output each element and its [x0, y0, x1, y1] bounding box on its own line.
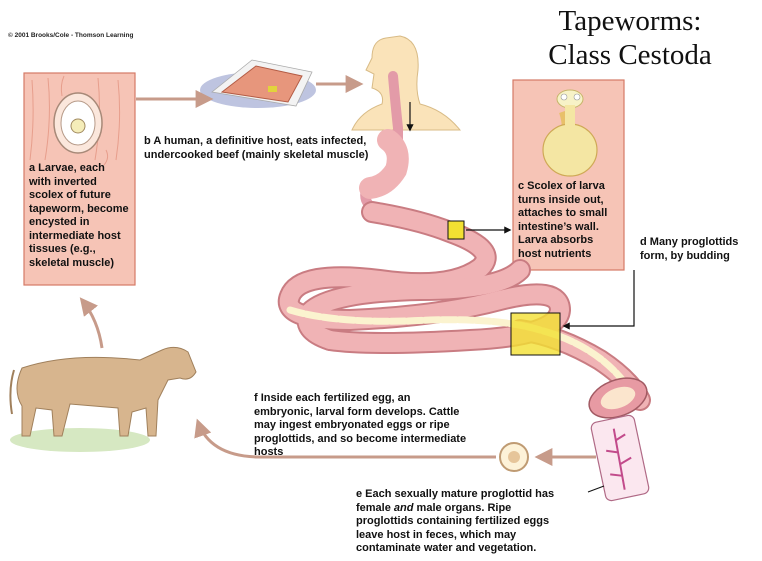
fertilized-egg [500, 443, 528, 471]
step-e-label: e Each sexually mature proglottid has fe… [356, 488, 554, 556]
page-title: Tapeworms: Class Cestoda [510, 4, 750, 72]
step-f-label: f Inside each fertilized egg, an embryon… [254, 392, 466, 460]
step-b-label: b A human, a definitive host, eats infec… [144, 135, 368, 162]
arrow-cattle-to-cyst [82, 300, 102, 348]
leader-to-proglottids [564, 270, 634, 326]
human-digestive-tract [352, 36, 460, 212]
step-e-emphasis: and [394, 502, 414, 514]
step-c-label: c Scolex of larva turns inside out, atta… [518, 180, 607, 261]
mature-proglottid [590, 414, 650, 501]
step-d-label: d Many proglottids form, by budding [640, 236, 738, 263]
scolex-attachment-highlight [448, 221, 464, 239]
leader-to-proglottid-label [588, 486, 604, 492]
cow-illustration [10, 347, 196, 452]
step-a-label: a Larvae, each with inverted scolex of f… [29, 162, 129, 270]
copyright-notice: © 2001 Brooks/Cole - Thomson Learning [8, 32, 133, 39]
proglottid-highlight [511, 313, 560, 355]
beef-on-plate-illustration [200, 60, 316, 108]
